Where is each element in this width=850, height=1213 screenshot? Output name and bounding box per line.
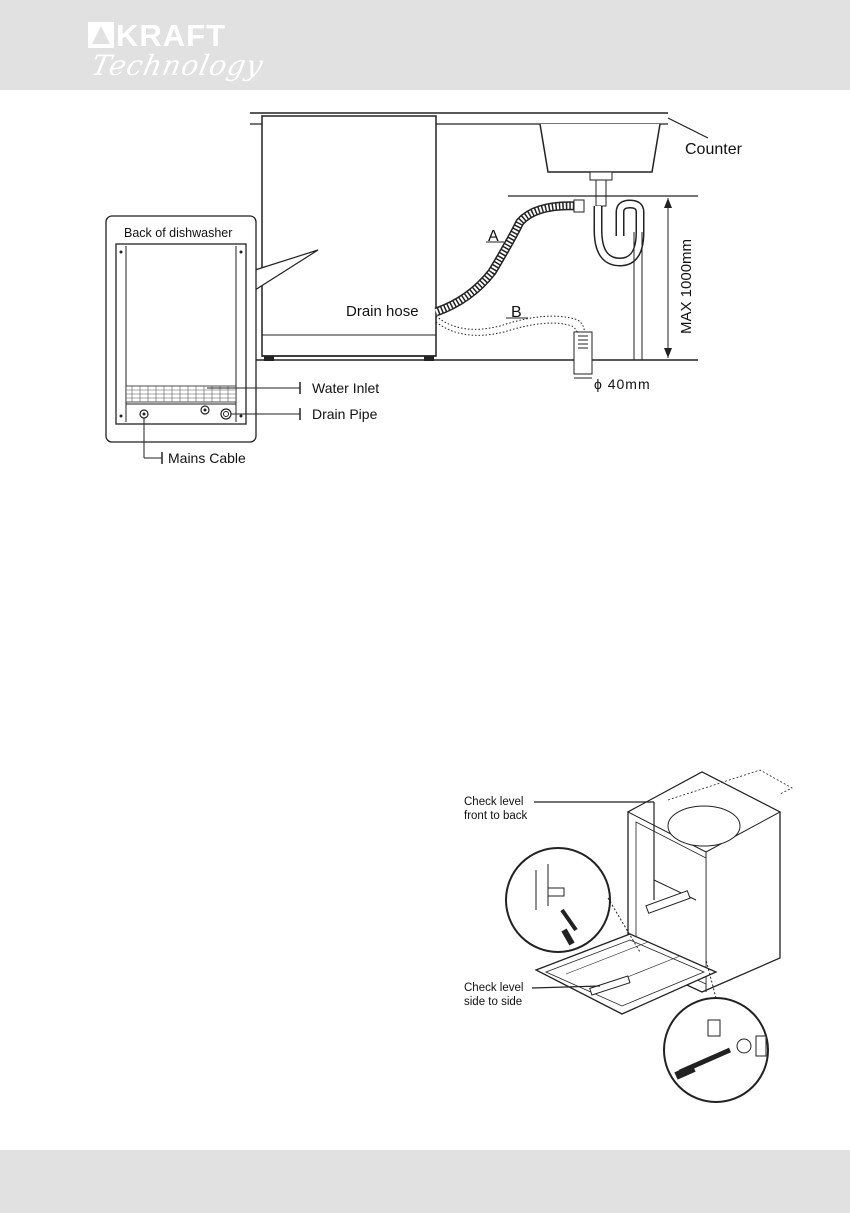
drain-pipe-label: Drain Pipe <box>312 406 378 422</box>
front-to-back-line-2: front to back <box>464 810 528 822</box>
mains-cable-label: Mains Cable <box>168 450 246 466</box>
page-footer <box>0 1150 850 1213</box>
check-level-side-to-side-label: Check level side to side <box>464 982 527 1008</box>
hose-a-label: A <box>488 228 499 245</box>
hose-b-label: B <box>511 304 522 321</box>
front-to-back-line-1: Check level <box>464 796 523 808</box>
drain-installation-figure: Back of dishwasher Counter A B Drain hos… <box>105 112 743 466</box>
back-of-dishwasher-label: Back of dishwasher <box>124 226 232 240</box>
brand-mark-icon <box>88 22 114 48</box>
max-height-label: MAX 1000mm <box>678 239 695 334</box>
counter-label: Counter <box>685 141 743 158</box>
leveling-figure: Check level front to back Check level si… <box>464 769 793 1103</box>
page-header: KRAFT Technology <box>0 0 850 90</box>
diameter-label: ϕ 40mm <box>594 376 651 392</box>
side-to-side-line-1: Check level <box>464 982 523 994</box>
check-level-front-to-back-label: Check level front to back <box>464 796 528 822</box>
brand-word: KRAFT <box>116 18 227 53</box>
brand-logo: KRAFT Technology <box>86 18 296 86</box>
side-to-side-line-2: side to side <box>464 996 522 1008</box>
water-inlet-label: Water Inlet <box>312 380 379 396</box>
drain-hose-label: Drain hose <box>346 303 419 320</box>
